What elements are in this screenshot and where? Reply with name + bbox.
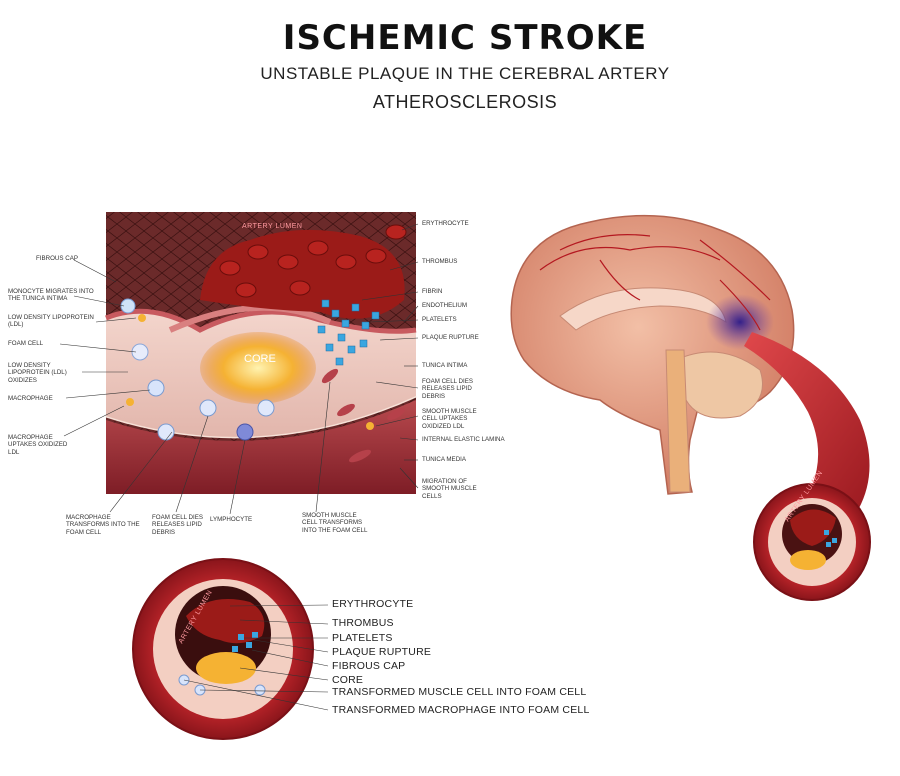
label-macrophage: MACROPHAGE <box>8 395 53 402</box>
label-fibrin: FIBRIN <box>422 288 443 295</box>
vessel-label-core: CORE <box>332 674 364 686</box>
bottom-leader-lines <box>183 604 329 711</box>
label-plaque-rupture: PLAQUE RUPTURE <box>422 334 479 341</box>
label-foam-cell-dies: FOAM CELL DIES RELEASES LIPID DEBRIS <box>422 378 474 400</box>
label-tunica-media: TUNICA MEDIA <box>422 456 467 463</box>
artery-lumen-label: ARTERY LUMEN <box>242 223 302 230</box>
platelets <box>317 299 380 366</box>
vessel-label-transformed-muscle: TRANSFORMED MUSCLE CELL INTO FOAM CELL <box>332 686 587 698</box>
label-smooth-muscle-uptakes: SMOOTH MUSCLE CELL UPTAKES OXIDIZED LDL <box>422 408 477 430</box>
label-foam-cell-dies-bottom: FOAM CELL DIES RELEASES LIPID DEBRIS <box>152 514 204 536</box>
tunica-media <box>106 400 416 494</box>
leader-lines <box>59 223 419 515</box>
immune-cells <box>120 298 374 441</box>
core-label: CORE <box>244 353 276 365</box>
vessel-label-thrombus: THROMBUS <box>332 617 394 629</box>
page-subtitle-2: ATHEROSCLEROSIS <box>372 92 558 112</box>
vessel-label-fibrous-cap: FIBROUS CAP <box>332 660 406 672</box>
plaque-cross-section: CORE ARTERY LUMEN <box>105 212 417 494</box>
page-title: ISCHEMIC STROKE <box>282 18 648 58</box>
label-macrophage-transforms: MACROPHAGE TRANSFORMS INTO THE FOAM CELL <box>66 514 140 536</box>
label-erythrocyte: ERYTHROCYTE <box>422 220 469 227</box>
erythrocytes <box>219 224 407 298</box>
small-vessel-cross-section: ARTERY LUMEN <box>753 470 871 601</box>
label-smooth-muscle-transforms: SMOOTH MUSCLE CELL TRANSFORMS INTO THE F… <box>302 512 368 534</box>
brain-cerebrum <box>510 214 795 495</box>
label-internal-elastic-lamina: INTERNAL ELASTIC LAMINA <box>422 436 505 443</box>
label-fibrous-cap: FIBROUS CAP <box>36 255 78 262</box>
bottom-thrombus <box>186 599 265 644</box>
label-lymphocyte: LYMPHOCYTE <box>210 516 253 523</box>
lipid-core <box>200 332 316 404</box>
page-subtitle: UNSTABLE PLAQUE IN THE CEREBRAL ARTERY <box>260 64 670 83</box>
label-endothelium: ENDOTHELIUM <box>422 302 468 309</box>
bottom-vessel-cross-section: ARTERY LUMEN <box>132 558 329 740</box>
bottom-platelets <box>232 632 258 652</box>
cerebellum <box>675 351 763 419</box>
bottom-core <box>196 652 256 684</box>
brainstem <box>665 349 691 493</box>
brain-vessels <box>539 234 771 331</box>
label-macrophage-uptakes: MACROPHAGE UPTAKES OXIDIZED LDL <box>8 434 68 456</box>
fibrous-cap <box>168 304 332 333</box>
smooth-muscle-cells <box>321 368 405 463</box>
bottom-foam-cells <box>178 674 266 696</box>
vessel-label-transformed-macrophage: TRANSFORMED MACROPHAGE INTO FOAM CELL <box>332 704 590 716</box>
cerebral-artery <box>744 332 870 510</box>
label-monocyte-migrates: MONOCYTE MIGRATES INTO THE TUNICA INTIMA <box>8 288 94 303</box>
brain-illustration <box>510 214 870 510</box>
label-ldl-oxidizes: LOW DENSITY LIPOPROTEIN (LDL) OXIDIZES <box>8 362 67 384</box>
label-migration: MIGRATION OF SMOOTH MUSCLE CELLS <box>422 478 477 500</box>
label-ldl: LOW DENSITY LIPOPROTEIN (LDL) <box>8 314 94 329</box>
label-platelets: PLATELETS <box>422 316 457 323</box>
vessel-label-platelets: PLATELETS <box>332 632 393 644</box>
label-tunica-intima: TUNICA INTIMA <box>422 362 468 369</box>
label-thrombus: THROMBUS <box>422 258 458 265</box>
vessel-label-plaque-rupture: PLAQUE RUPTURE <box>332 646 432 658</box>
endothelium <box>105 308 417 334</box>
label-foam-cell: FOAM CELL <box>8 340 44 347</box>
vessel-label-erythrocyte: ERYTHROCYTE <box>332 598 414 610</box>
